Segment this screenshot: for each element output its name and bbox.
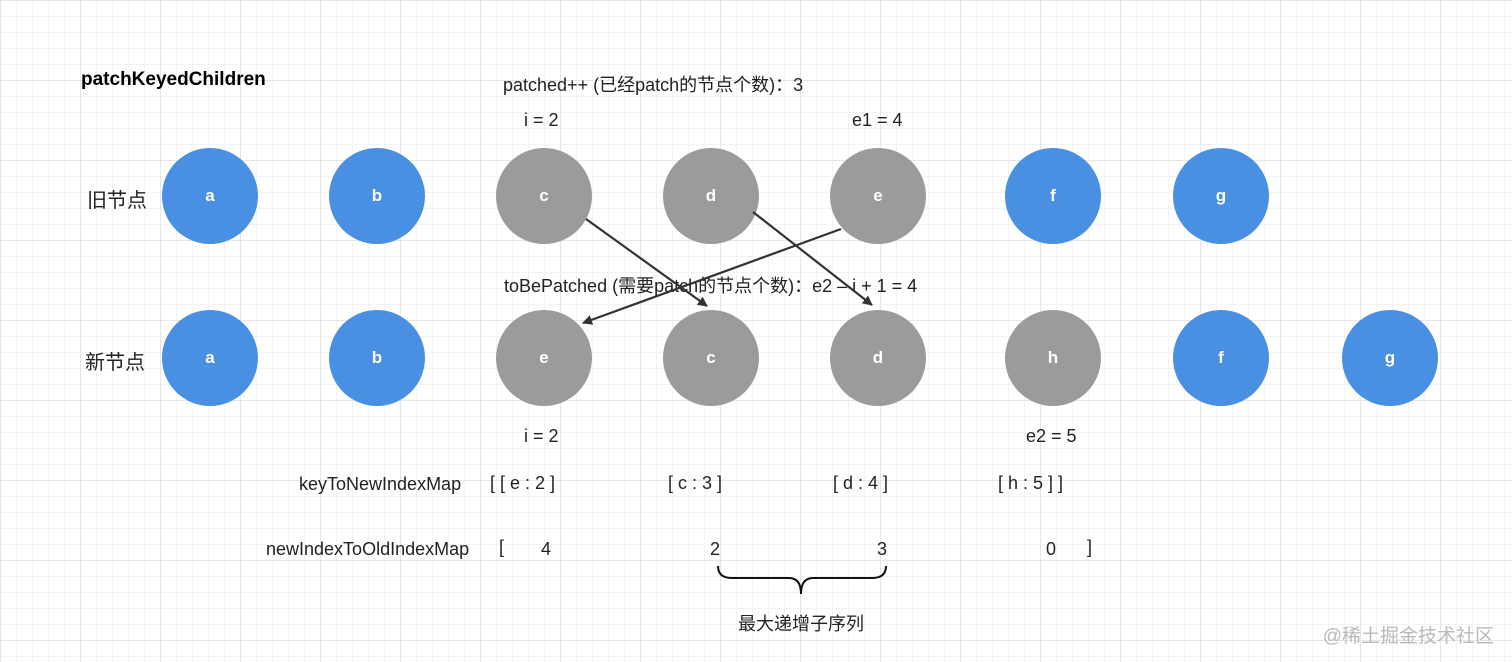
new-node-c: c: [663, 310, 759, 406]
index-map-close-bracket: ]: [1087, 537, 1093, 557]
old-node-d: d: [663, 148, 759, 244]
key-to-new-index-map-label: keyToNewIndexMap: [299, 474, 462, 494]
arrow-old-d-to-new-d: [752, 211, 873, 306]
key-map-entry-h: [ h : 5 ] ]: [998, 473, 1064, 493]
old-node-e: e: [830, 148, 926, 244]
index-map-value-c: 2: [710, 539, 721, 559]
lis-brace: [717, 565, 887, 595]
key-map-entry-e: [ [ e : 2 ]: [490, 473, 556, 493]
new-node-d: d: [830, 310, 926, 406]
old-node-f: f: [1005, 148, 1101, 244]
arrow-old-e-to-new-e: [582, 227, 842, 325]
diagram-title: patchKeyedChildren: [81, 69, 266, 90]
index-map-value-d: 3: [877, 539, 888, 559]
watermark: @稀土掘金技术社区: [1322, 626, 1494, 647]
new-node-h: h: [1005, 310, 1101, 406]
old-i-pointer-label: i = 2: [524, 110, 559, 130]
new-node-a: a: [162, 310, 258, 406]
new-node-g: g: [1342, 310, 1438, 406]
new-node-e: e: [496, 310, 592, 406]
new-i-pointer-label: i = 2: [524, 426, 559, 446]
new-index-to-old-index-map-label: newIndexToOldIndexMap: [266, 539, 470, 559]
old-node-g: g: [1173, 148, 1269, 244]
e1-pointer-label: e1 = 4: [852, 110, 903, 130]
key-map-entry-c: [ c : 3 ]: [668, 473, 723, 493]
new-node-f: f: [1173, 310, 1269, 406]
e2-pointer-label: e2 = 5: [1026, 426, 1077, 446]
index-map-open-bracket: [: [499, 537, 505, 557]
key-map-entry-d: [ d : 4 ]: [833, 473, 889, 493]
old-node-b: b: [329, 148, 425, 244]
index-map-value-e: 4: [541, 539, 552, 559]
arrow-old-c-to-new-c: [585, 218, 708, 307]
to-be-patched-label: toBePatched (需要patch的节点个数)：e2 – i + 1 = …: [504, 276, 918, 296]
patched-count-label: patched++ (已经patch的节点个数)：3: [503, 75, 804, 95]
new-nodes-row-label: 新节点: [85, 352, 145, 374]
old-node-c: c: [496, 148, 592, 244]
index-map-value-h: 0: [1046, 539, 1057, 559]
lis-label: 最大递增子序列: [738, 614, 864, 634]
old-node-a: a: [162, 148, 258, 244]
old-nodes-row-label: 旧节点: [87, 190, 147, 212]
new-node-b: b: [329, 310, 425, 406]
